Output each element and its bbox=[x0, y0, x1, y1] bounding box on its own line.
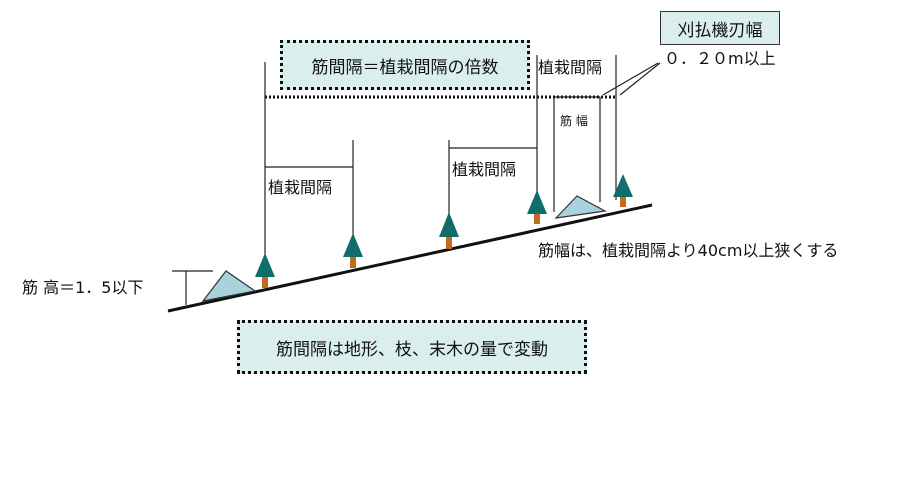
slope-line bbox=[167, 203, 653, 313]
bottom-note: 筋間隔は地形、枝、末木の量で変動 bbox=[276, 339, 548, 360]
rib-height-label: 筋 高＝1．5以下 bbox=[22, 278, 144, 297]
planting-interval-label: 植栽間隔 bbox=[452, 160, 517, 179]
leader-line bbox=[619, 62, 661, 96]
rib-width-label: 筋 幅 bbox=[560, 114, 588, 128]
planting-interval-label: 植栽間隔 bbox=[268, 178, 333, 197]
planting-interval-label: 植栽間隔 bbox=[538, 58, 603, 77]
cutter-width-box: 刈払機刃幅 bbox=[660, 11, 780, 45]
rib-interval-note-box: 筋間隔＝植栽間隔の倍数 bbox=[280, 40, 530, 90]
rib-mound bbox=[554, 195, 607, 219]
tree-icon bbox=[439, 212, 459, 249]
cutter-width-label: 刈払機刃幅 bbox=[677, 20, 763, 41]
tree-icon bbox=[613, 174, 633, 207]
rib-mound bbox=[201, 270, 257, 302]
tree-icon bbox=[255, 253, 275, 288]
min-clearance-label: ０．２０m以上 bbox=[664, 49, 776, 68]
leader-line bbox=[602, 62, 659, 96]
bottom-note-box: 筋間隔は地形、枝、末木の量で変動 bbox=[237, 320, 587, 374]
rib-width-rule: 筋幅は、植栽間隔より40cm以上狭くする bbox=[538, 241, 839, 260]
tree-icon bbox=[527, 190, 547, 224]
rib-interval-note: 筋間隔＝植栽間隔の倍数 bbox=[311, 57, 499, 78]
tree-icon bbox=[343, 233, 363, 268]
